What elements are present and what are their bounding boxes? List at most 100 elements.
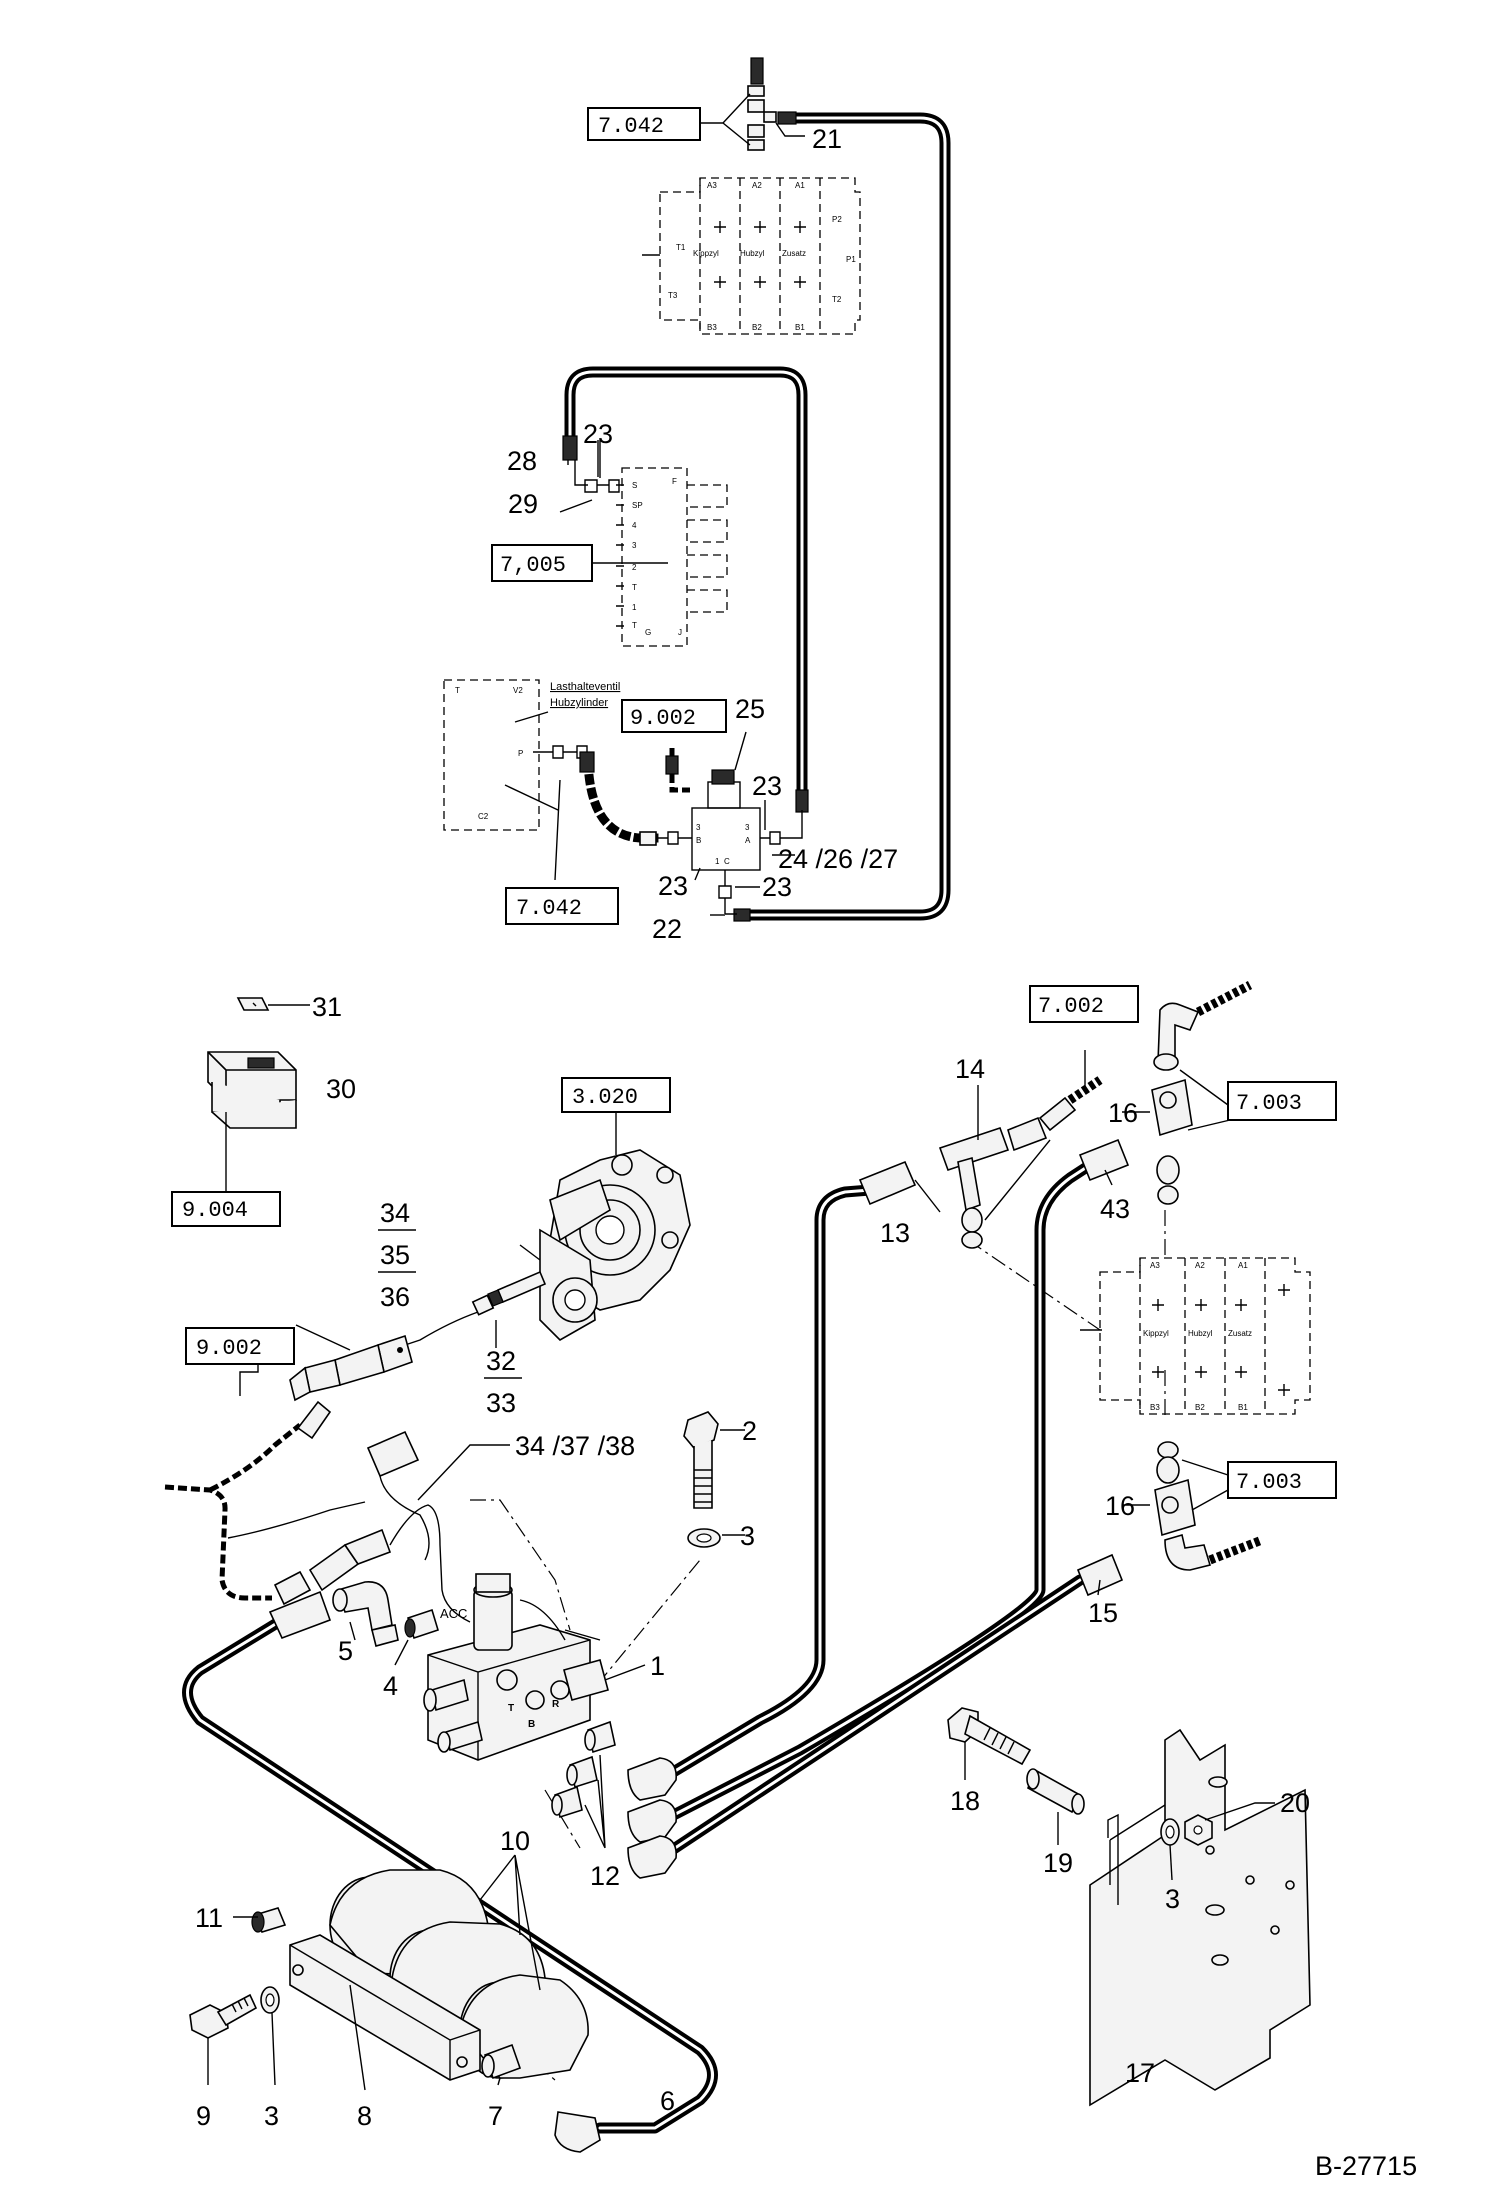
port-label-t: T — [508, 1703, 514, 1714]
valve-block-1: T B R — [423, 1573, 609, 1761]
bracket-17 — [1089, 1728, 1311, 2107]
svg-text:9.002: 9.002 — [630, 706, 696, 731]
callout-16: 16 — [1105, 1491, 1135, 1521]
callout-12: 12 — [590, 1861, 620, 1891]
port-label: 1 — [715, 857, 720, 866]
nut-20 — [1184, 1802, 1275, 1846]
hose-21-right-loop — [733, 111, 951, 922]
port-label: 1 — [632, 603, 637, 612]
callout-34-37-38: 34 /37 /38 — [515, 1431, 635, 1461]
port-label: T3 — [668, 291, 678, 300]
port-label: A1 — [795, 181, 805, 190]
main-valve-block-right: A3 A2 A1 B3 B2 B1 Kippzyl Hubzyl Zusatz — [1080, 1257, 1311, 1415]
port-label: A3 — [707, 181, 717, 190]
callout-30: 30 — [326, 1074, 356, 1104]
washer-3-left — [260, 1986, 280, 2086]
svg-text:9.004: 9.004 — [182, 1198, 248, 1223]
port-label: P2 — [832, 215, 842, 224]
callout-43: 43 — [1100, 1194, 1130, 1224]
port-label: C — [724, 857, 730, 866]
ref-box-7003-top: 7.003 — [1227, 1081, 1337, 1121]
port-label: A2 — [752, 181, 762, 190]
load-holding-valve: T V2 P C2 Lasthalteventil Hubzylinder — [443, 679, 620, 881]
port-label: 4 — [632, 521, 637, 530]
tee-fitting-16-top — [1151, 981, 1253, 1205]
spacer-19 — [1026, 1768, 1085, 1845]
port-label: A3 — [1150, 1261, 1160, 1270]
tee-fitting-14 — [938, 1116, 1048, 1249]
port-label: S — [632, 481, 637, 490]
ref-box-7042-mid: 7.042 — [505, 887, 619, 925]
section-label-kippzyl: Kippzyl — [693, 249, 719, 258]
hoses-13-15-43 — [627, 1138, 1130, 1879]
port-label: B2 — [752, 323, 762, 332]
callout-4: 4 — [383, 1671, 398, 1701]
callout-3: 3 — [264, 2101, 279, 2131]
port-label: 3 — [632, 541, 637, 550]
section-label-zusatz: Zusatz — [1228, 1329, 1252, 1338]
ref-box-7003-bottom: 7.003 — [1227, 1461, 1337, 1499]
callout-11: 11 — [195, 1903, 223, 1933]
elbow-fitting-5 — [332, 1581, 399, 1647]
port-label: SP — [632, 501, 643, 510]
callout-23: 23 — [752, 771, 782, 801]
port-label: J — [678, 628, 682, 637]
port-label: A1 — [1238, 1261, 1248, 1270]
accumulators-10 — [329, 1869, 589, 2079]
port-label: A — [745, 836, 751, 845]
callout-18: 18 — [950, 1786, 980, 1816]
svg-text:7.003: 7.003 — [1236, 1091, 1302, 1116]
manifold-rail-8 — [289, 1934, 481, 2091]
callout-13: 13 — [880, 1218, 910, 1248]
callout-24-26-27: 24 /26 /27 — [778, 844, 898, 874]
port-label-b: B — [528, 1719, 535, 1730]
callout-6: 6 — [660, 2086, 675, 2116]
port-label: T — [632, 621, 637, 630]
callout-31: 31 — [312, 992, 342, 1022]
port-label: 3 — [696, 823, 701, 832]
callout-23: 23 — [658, 871, 688, 901]
section-label-zusatz: Zusatz — [782, 249, 806, 258]
hose-loadvalve-solenoid — [579, 751, 692, 846]
svg-text:7,005: 7,005 — [500, 553, 566, 578]
port-label: 2 — [632, 563, 637, 572]
callout-8: 8 — [357, 2101, 372, 2131]
port-label: B3 — [1150, 1403, 1160, 1412]
callout-17: 17 — [1125, 2058, 1155, 2088]
callout-23: 23 — [762, 872, 792, 902]
port-label: P1 — [846, 255, 856, 264]
section-label-hubzyl: Hubzyl — [740, 249, 765, 258]
port-label: B — [696, 836, 701, 845]
callout-leaders — [233, 122, 1150, 1991]
wiring-harness — [164, 1328, 471, 1623]
callout-3: 3 — [1165, 1884, 1180, 1914]
washer-3-right — [1160, 1818, 1180, 1881]
section-label-kippzyl: Kippzyl — [1143, 1329, 1169, 1338]
callout-25: 25 — [735, 694, 765, 724]
port-label-r: R — [552, 1699, 560, 1710]
plug-11 — [251, 1907, 287, 1933]
port-label: A2 — [1195, 1261, 1205, 1270]
svg-text:3.020: 3.020 — [572, 1085, 638, 1110]
callout-22: 22 — [652, 914, 682, 944]
bolt-9 — [189, 1993, 258, 2085]
callout-29: 29 — [508, 489, 538, 519]
callout-9: 9 — [196, 2101, 211, 2131]
ref-box-9004: 9.004 — [171, 1112, 281, 1227]
port-label: B1 — [1238, 1403, 1248, 1412]
fitting-7 — [481, 2043, 522, 2086]
note-hubzylinder: Hubzylinder — [550, 697, 608, 709]
washer-3-top — [687, 1528, 721, 1548]
ref-box-9002-mid: 9.002 — [621, 699, 727, 733]
callout-10: 10 — [500, 1826, 530, 1856]
port-label: G — [645, 628, 651, 637]
gear-pump-3020 — [539, 1149, 691, 1341]
port-label: B2 — [1195, 1403, 1205, 1412]
callout-28: 28 — [507, 446, 537, 476]
bolt-2 — [683, 1411, 719, 1509]
svg-text:7.042: 7.042 — [516, 896, 582, 921]
callout-23: 23 — [583, 419, 613, 449]
callout-21: 21 — [812, 124, 842, 154]
ref-box-7042-top: 7.042 — [587, 107, 701, 141]
callout-36: 36 — [380, 1282, 410, 1312]
